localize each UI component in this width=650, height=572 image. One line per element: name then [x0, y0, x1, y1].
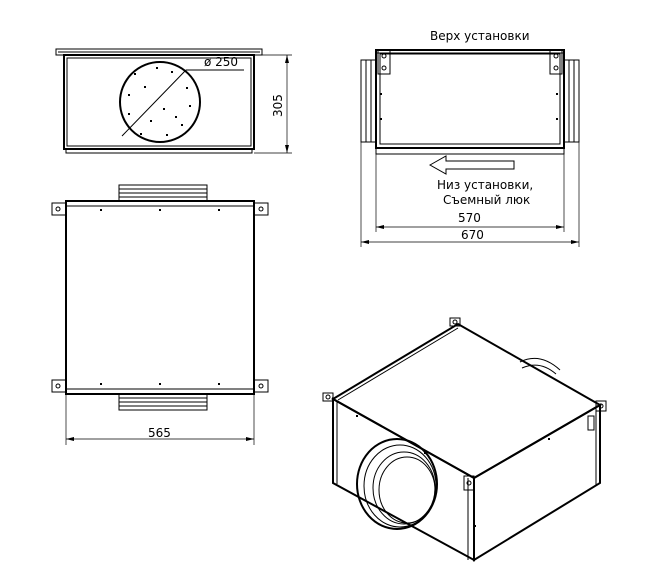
isometric-view [322, 317, 607, 562]
width-570: 570 [458, 211, 481, 225]
front-view: ø 250 305 [55, 48, 292, 154]
height-dimension: 305 [271, 94, 285, 117]
front-spigot [356, 438, 438, 530]
width-565: 565 [148, 426, 171, 440]
width-670: 670 [461, 228, 484, 242]
diameter-label: ø 250 [204, 55, 238, 69]
duct-circle [119, 61, 201, 143]
bottom-label-2: Съемный люк [443, 193, 530, 207]
direction-arrow [428, 155, 515, 175]
top-of-installation-label: Верх установки [430, 29, 530, 43]
bottom-label-1: Низ установки, [437, 178, 533, 192]
duct-screws [128, 67, 191, 136]
side-view: Верх установки Низ установки, Съемный лю… [360, 29, 580, 247]
top-view: 565 [51, 184, 269, 445]
